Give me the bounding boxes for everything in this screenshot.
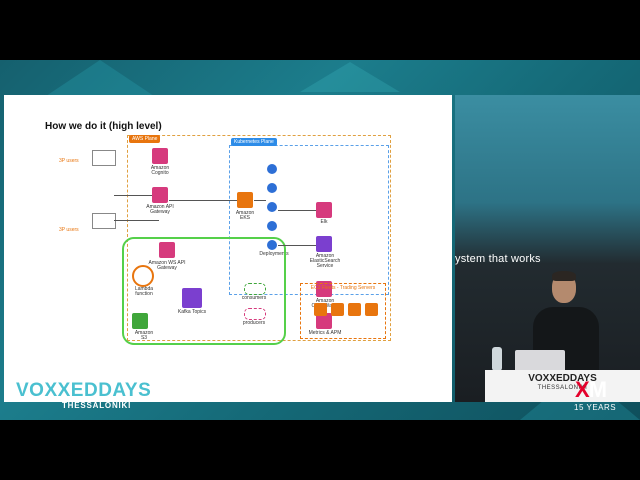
event-location: THESSALONIKI <box>62 401 132 410</box>
consumers-icon <box>244 283 266 295</box>
connector-line <box>114 220 159 221</box>
ec2-instance-icon <box>348 303 361 316</box>
eks-icon <box>237 192 253 208</box>
lambda-icon <box>132 265 154 287</box>
api-gateway-label: Amazon API Gateway <box>146 204 174 215</box>
cognito-label: Amazon Cognito <box>150 165 170 176</box>
monitor-icon <box>92 150 116 166</box>
eks-label: Amazon EKS <box>235 210 255 221</box>
k8s-plane-tag: Kubernetes Plane <box>231 138 277 146</box>
bottom-bar <box>0 420 640 480</box>
ec2-fleet-box <box>300 283 386 339</box>
slide-title: How we do it (high level) <box>45 121 162 132</box>
video-frame: How we do it (high level) AWS Plane Kube… <box>0 60 640 420</box>
laptop <box>515 350 565 372</box>
api-gateway-icon <box>152 187 168 203</box>
podium-subtitle: THESSALONIKI <box>537 385 588 391</box>
ws-api-gateway-icon <box>159 242 175 258</box>
podium-logo: VOXXEDDAYS <box>528 373 597 384</box>
connector-line <box>114 195 152 196</box>
ec2-instance-icon <box>365 303 378 316</box>
connector-line <box>278 245 316 246</box>
pod-icon <box>267 164 277 174</box>
sponsor-years: 15 YEARS <box>574 403 617 412</box>
pod-icon <box>267 183 277 193</box>
monitor-icon <box>92 213 116 229</box>
connector-line <box>169 200 237 201</box>
cognito-icon <box>152 148 168 164</box>
producers-icon <box>244 308 266 320</box>
connector-line <box>278 210 316 211</box>
elasticsearch-label: Amazon ElasticSearch Service <box>309 253 341 269</box>
elk-label: Elk <box>320 219 328 225</box>
speaker-hair <box>552 271 576 281</box>
deployments-label: Deployments <box>259 251 289 257</box>
event-logo: VOXXEDDAYS <box>16 380 152 401</box>
ec2-instance-icon <box>331 303 344 316</box>
ec2-fleet-label: EC2 Fleets - Trading Servers <box>310 285 376 291</box>
cloudwatch-icon <box>316 281 332 297</box>
s3-label: Amazon S3 <box>134 330 154 341</box>
metrics-icon <box>316 313 332 329</box>
aws-plane-tag: AWS Plane <box>129 135 161 143</box>
kafka-label: Kafka Topics <box>177 309 207 315</box>
projected-text: ystem that works <box>455 253 541 265</box>
metrics-label: Metrics & APM <box>308 330 342 336</box>
highlight-box <box>122 237 286 345</box>
users-label: 3P users <box>59 227 79 233</box>
lambda-label: Lambda function <box>134 286 154 297</box>
producers-label: producers <box>242 320 266 326</box>
kafka-icon <box>182 288 202 308</box>
presentation-slide: How we do it (high level) AWS Plane Kube… <box>4 95 452 402</box>
background-triangle <box>300 62 400 92</box>
ec2-instance-icon <box>314 303 327 316</box>
background-triangle <box>40 60 160 100</box>
pod-icon <box>267 240 277 250</box>
connector-line <box>254 200 266 201</box>
water-bottle <box>492 347 502 371</box>
users-label: 3P users <box>59 158 79 164</box>
consumers-label: consumers <box>241 295 267 301</box>
podium: VOXXEDDAYS THESSALONIKI <box>485 370 640 402</box>
speaker-camera: ystem that works VOXXEDDAYS THESSALONIKI <box>455 95 640 402</box>
pod-icon <box>267 202 277 212</box>
ws-api-gateway-label: Amazon WS API Gateway <box>148 260 186 271</box>
elk-icon <box>316 202 332 218</box>
k8s-plane-box <box>229 145 389 295</box>
sponsor-logo: XM <box>575 377 607 402</box>
pod-icon <box>267 221 277 231</box>
s3-icon <box>132 313 148 329</box>
elasticsearch-icon <box>316 236 332 252</box>
